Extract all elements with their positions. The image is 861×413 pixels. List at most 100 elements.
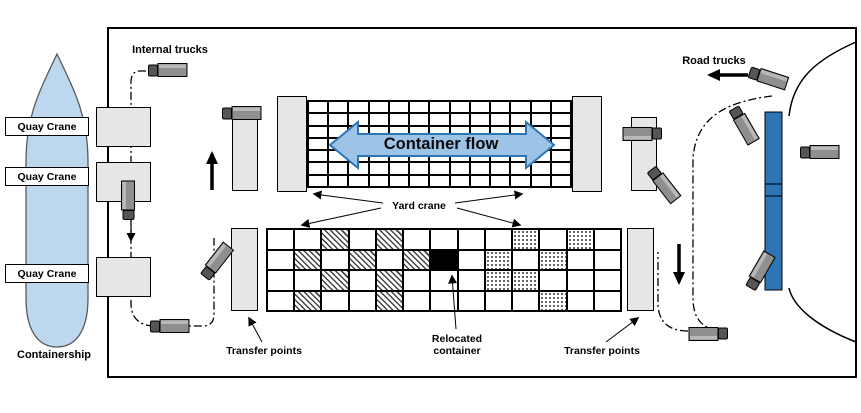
yard-cell	[409, 174, 430, 187]
yard-cell	[409, 162, 430, 175]
yard-cell	[348, 162, 369, 175]
yard-cell	[593, 290, 621, 311]
yard-cell	[593, 229, 621, 250]
quay-crane-box	[96, 257, 151, 297]
yard-cell	[403, 229, 431, 250]
yard-cell	[449, 113, 470, 126]
yard-cell	[510, 162, 531, 175]
yard-cell	[388, 125, 410, 138]
yard-cell	[429, 137, 450, 151]
yard-cell	[510, 174, 531, 187]
transfer-platform-bottom-left	[231, 228, 258, 311]
yard-cell	[457, 249, 485, 270]
yard-cell	[375, 290, 404, 311]
yard-cell	[449, 150, 470, 163]
yard-cell	[530, 137, 551, 151]
yard-cell	[457, 270, 485, 291]
yard-cell	[308, 125, 329, 138]
yard-cell	[449, 101, 470, 114]
yard-cell	[368, 101, 389, 114]
yard-cell	[449, 162, 470, 175]
yard-cell	[469, 174, 491, 187]
transfer-platform-top-outer-left	[232, 117, 258, 191]
yard-cell	[388, 174, 410, 187]
yard-cell	[328, 174, 349, 187]
yard-block-top	[307, 100, 572, 188]
yard-cell	[328, 125, 349, 138]
yard-cell	[348, 270, 376, 291]
yard-cell	[484, 249, 513, 270]
yard-cell	[490, 137, 511, 151]
yard-cell	[469, 125, 491, 138]
yard-cell	[348, 150, 369, 163]
yard-cell	[510, 101, 531, 114]
yard-cell	[510, 137, 531, 151]
yard-cell	[469, 162, 491, 175]
yard-cell	[368, 137, 389, 151]
yard-cell	[469, 150, 491, 163]
yard-cell	[530, 150, 551, 163]
yard-cell	[430, 290, 458, 311]
yard-cell	[550, 125, 571, 138]
yard-cell	[348, 229, 376, 250]
yard-cell	[294, 290, 322, 311]
yard-cell	[510, 125, 531, 138]
yard-cell	[267, 290, 295, 311]
yard-cell	[368, 150, 389, 163]
quay-crane-box	[96, 107, 151, 147]
yard-cell	[490, 162, 511, 175]
transfer-platform-top-outer-right	[631, 117, 657, 191]
yard-cell	[539, 290, 567, 311]
transfer-platform-top-inner-left	[277, 96, 307, 192]
yard-cell	[409, 113, 430, 126]
yard-cell	[566, 229, 594, 250]
yard-cell	[469, 101, 491, 114]
yard-cell	[308, 174, 329, 187]
yard-cell	[368, 162, 389, 175]
yard-cell	[550, 113, 571, 126]
yard-cell	[512, 249, 540, 270]
yard-cell	[490, 125, 511, 138]
yard-cell	[457, 290, 485, 311]
yard-cell	[308, 162, 329, 175]
yard-cell	[490, 101, 511, 114]
yard-cell	[328, 113, 349, 126]
yard-cell	[388, 101, 410, 114]
yard-cell	[348, 137, 369, 151]
yard-cell	[388, 162, 410, 175]
yard-cell	[484, 229, 513, 250]
yard-cell	[294, 229, 322, 250]
yard-cell	[409, 137, 430, 151]
yard-cell	[429, 113, 450, 126]
yard-cell	[530, 174, 551, 187]
yard-cell	[430, 229, 458, 250]
yard-cell	[566, 249, 594, 270]
yard-cell	[348, 290, 376, 311]
yard-cell	[348, 249, 376, 270]
yard-cell	[510, 150, 531, 163]
yard-cell	[368, 113, 389, 126]
yard-cell	[530, 101, 551, 114]
yard-cell	[449, 125, 470, 138]
yard-cell	[469, 137, 491, 151]
yard-cell	[321, 249, 349, 270]
yard-cell	[348, 113, 369, 126]
yard-cell	[328, 162, 349, 175]
yard-cell	[530, 113, 551, 126]
yard-cell	[368, 125, 389, 138]
yard-cell	[550, 137, 571, 151]
yard-cell	[348, 125, 369, 138]
yard-cell	[321, 229, 349, 250]
yard-cell	[267, 229, 295, 250]
yard-cell	[593, 270, 621, 291]
yard-cell	[430, 270, 458, 291]
yard-cell	[429, 174, 450, 187]
yard-cell	[308, 113, 329, 126]
transfer-platform-bottom-right	[627, 228, 654, 311]
yard-cell	[328, 150, 349, 163]
yard-cell	[429, 162, 450, 175]
transfer-platform-top-inner-right	[572, 96, 602, 192]
yard-cell	[308, 150, 329, 163]
